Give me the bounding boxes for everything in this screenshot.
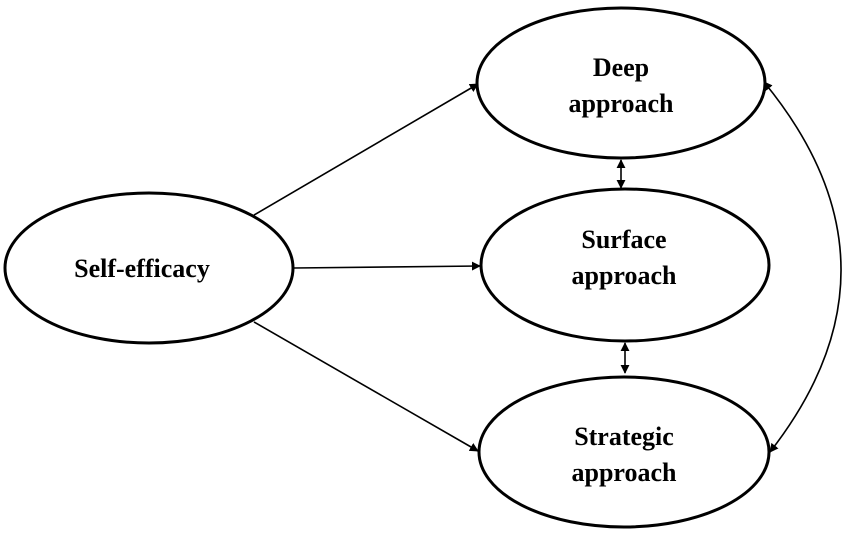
node-deep-approach-label-line2: approach (569, 89, 675, 118)
node-surface-approach-ellipse (479, 187, 771, 343)
node-self-efficacy-ellipse (3, 191, 295, 345)
edge-deep-strategic-correlation (763, 81, 842, 453)
node-surface-approach-label-line2: approach (572, 261, 678, 290)
edge-self-efficacy-to-deep (253, 83, 479, 216)
node-self-efficacy: Self-efficacy (3, 191, 295, 345)
node-strategic-approach-ellipse (477, 375, 771, 529)
node-deep-approach-label-line1: Deep (593, 53, 649, 82)
node-strategic-approach-label-line2: approach (572, 458, 678, 487)
node-surface-approach: Surface approach (479, 187, 771, 343)
node-strategic-approach: Strategic approach (477, 375, 771, 529)
node-deep-approach-ellipse (475, 6, 767, 160)
node-self-efficacy-label: Self-efficacy (74, 254, 210, 283)
edge-self-efficacy-to-strategic (253, 321, 479, 452)
node-deep-approach: Deep approach (475, 6, 767, 160)
edges (253, 81, 842, 453)
node-strategic-approach-label-line1: Strategic (574, 422, 674, 451)
node-surface-approach-label-line1: Surface (581, 225, 666, 254)
edge-self-efficacy-to-surface (293, 261, 481, 271)
